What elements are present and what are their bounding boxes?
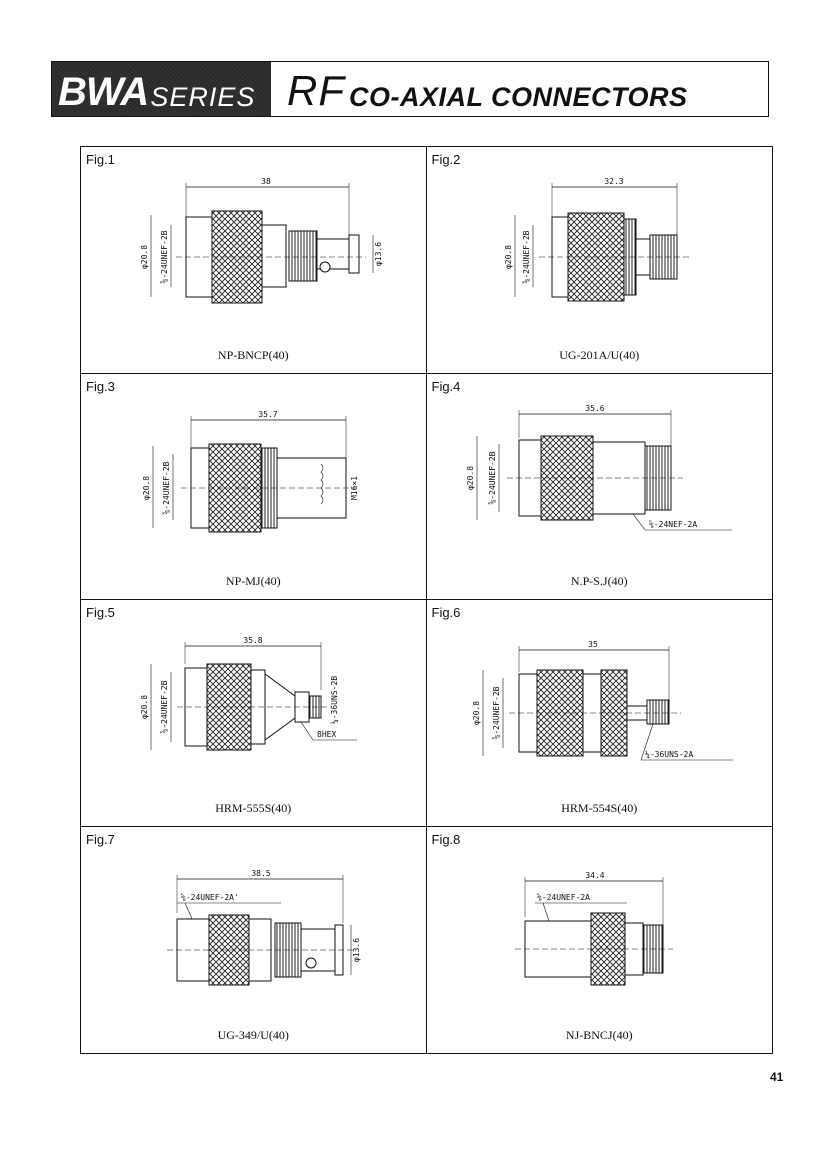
page-number: 41 [770,1070,784,1084]
figure-caption: UG-201A/U(40) [559,347,640,362]
thread-dimension: ⅝-24UNEF-2B [162,461,171,514]
figure-label: Fig.5 [86,605,115,620]
page-title: CO-AXIAL CONNECTORS [349,82,688,112]
figure-label: Fig.3 [86,378,115,394]
length-dimension: 38.5 [251,869,270,878]
thread-dimension: ⅝-24UNEF-2A' [181,893,239,902]
hex-dimension: 8HEX [317,730,336,739]
length-dimension: 35.6 [585,404,604,413]
figure-cell-2: Fig.2 32.3 φ20.8 ⅝-24UNEF-2B UG-201A/U(4… [426,147,772,374]
connector-drawing-5: 35.8 φ20.8 ⅝-24UNEF-2B ¼-36UNS-2B 8HEX [140,636,357,751]
end-thread-dimension: M16×1 [350,475,359,499]
connector-drawing-8: 34.4 ⅝-24UNEF-2A [514,871,673,985]
thread-dimension: ⅝-24UNEF-2B [522,230,531,283]
figure-label: Fig.2 [431,152,461,167]
figure-caption: UG-349/U(40) [217,1028,289,1042]
end-diameter-dimension: φ13.6 [374,242,383,266]
figure-caption: N.P-S.J(40) [570,574,628,588]
series-prefix: BWA [58,70,149,114]
length-dimension: 32.3 [604,177,623,186]
figure-label: Fig.1 [86,152,115,167]
thread-dimension: ⅝-24UNEF-2B [492,686,501,739]
series-header: BWA SERIES RF CO-AXIAL CONNECTORS [51,61,769,117]
thread-dimension: ⅝-24UNEF-2A [537,893,590,902]
thread-dimension: ⅝-24UNEF-2B [160,230,169,283]
length-dimension: 35.8 [243,636,262,645]
connector-drawing-1: 38 φ20.8 ⅝-24UNEF-2B φ13.6 [140,177,383,304]
figure-cell-3: Fig.3 35.7 φ20.8 ⅝-24UNEF-2B M16×1 NP-MJ… [81,373,427,600]
figure-label: Fig.7 [86,831,115,847]
outer-diameter-dimension: φ20.8 [140,695,149,719]
connector-drawing-4: 35.6 φ20.8 ⅝-24UNEF-2B ⅝-24NEF-2A [466,404,732,530]
thread-dimension: ⅝-24UNEF-2B [488,451,497,504]
figure-cell-1: Fig.1 38 φ20.8 ⅝-24UNEF-2B [81,147,427,374]
figure-label: Fig.4 [431,378,461,394]
figure-cell-5: Fig.5 35.8 φ20.8 ⅝-24UNEF-2B ¼-36UNS-2B … [81,600,427,827]
end-thread-dimension: ¼-36UNS-2B [330,676,339,724]
series-word: SERIES [150,82,256,112]
figure-grid: Fig.1 38 φ20.8 ⅝-24UNEF-2B [80,146,773,1054]
connector-drawing-6: 35 φ20.8 ⅝-24UNEF-2B ¼-36UNS-2A [472,640,733,761]
length-dimension: 35.7 [258,410,277,419]
figure-caption: NP-BNCP(40) [217,347,289,362]
figure-cell-6: Fig.6 35 φ20.8 ⅝-24UNEF-2B ¼-36UNS-2A HR… [426,600,772,827]
figure-label: Fig.8 [431,831,461,847]
end-thread-dimension: ¼-36UNS-2A [645,750,693,759]
header-title-area: RF CO-AXIAL CONNECTORS [271,62,768,116]
connector-drawing-2: 32.3 φ20.8 ⅝-24UNEF-2B [504,177,689,302]
connector-drawing-3: 35.7 φ20.8 ⅝-24UNEF-2B M16×1 [142,410,359,532]
end-diameter-dimension: φ13.6 [352,937,361,961]
outer-diameter-dimension: φ20.8 [472,701,481,725]
connector-drawing-7: 38.5 ⅝-24UNEF-2A' φ13.6 [167,869,361,985]
figure-caption: HRM-555S(40) [215,800,292,815]
length-dimension: 35 [588,640,598,649]
thread-dimension: ⅝-24UNEF-2B [160,680,169,733]
figure-label: Fig.6 [431,605,461,620]
outer-diameter-dimension: φ20.8 [140,245,149,269]
figure-cell-7: Fig.7 38.5 ⅝-24UNEF-2A' φ13.6 UG-349/U(4… [81,826,427,1053]
outer-diameter-dimension: φ20.8 [466,465,475,489]
outer-diameter-dimension: φ20.8 [142,475,151,499]
length-dimension: 34.4 [585,871,604,880]
length-dimension: 38 [261,177,271,186]
figure-caption: NP-MJ(40) [225,574,281,588]
rf-text: RF [287,67,345,114]
figure-cell-8: Fig.8 34.4 ⅝-24UNEF-2A NJ-BNCJ(40) [427,827,773,1054]
series-badge: BWA SERIES [52,62,271,116]
outer-diameter-dimension: φ20.8 [504,245,513,269]
figure-cell-4: Fig.4 35.6 φ20.8 ⅝-24UNEF-2B ⅝-24NEF-2A … [426,374,772,600]
figure-caption: HRM-554S(40) [561,800,638,815]
end-thread-dimension: ⅝-24NEF-2A [649,520,697,529]
figure-caption: NJ-BNCJ(40) [565,1028,633,1042]
